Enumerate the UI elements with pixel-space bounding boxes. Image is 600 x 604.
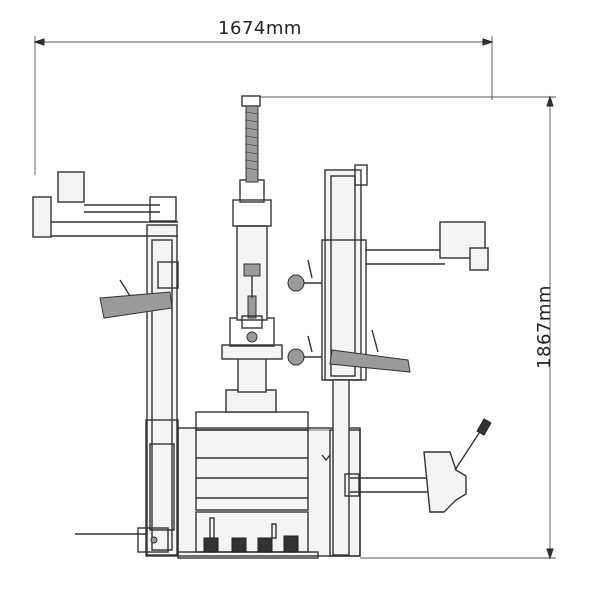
height-dimension-label: 1867mm: [534, 285, 555, 369]
width-dimension-label: 1674mm: [218, 18, 302, 39]
center-column: [221, 179, 283, 413]
height-dimension-line: [260, 95, 556, 560]
base-cabinet: [177, 411, 361, 559]
left-helper-arm: [32, 171, 179, 557]
foot-pedals: [203, 517, 299, 553]
width-dimension-line: [33, 36, 494, 175]
threaded-spindle: [241, 95, 261, 183]
right-helper-arm: [287, 164, 489, 556]
bead-pressing-arm: [344, 418, 492, 513]
